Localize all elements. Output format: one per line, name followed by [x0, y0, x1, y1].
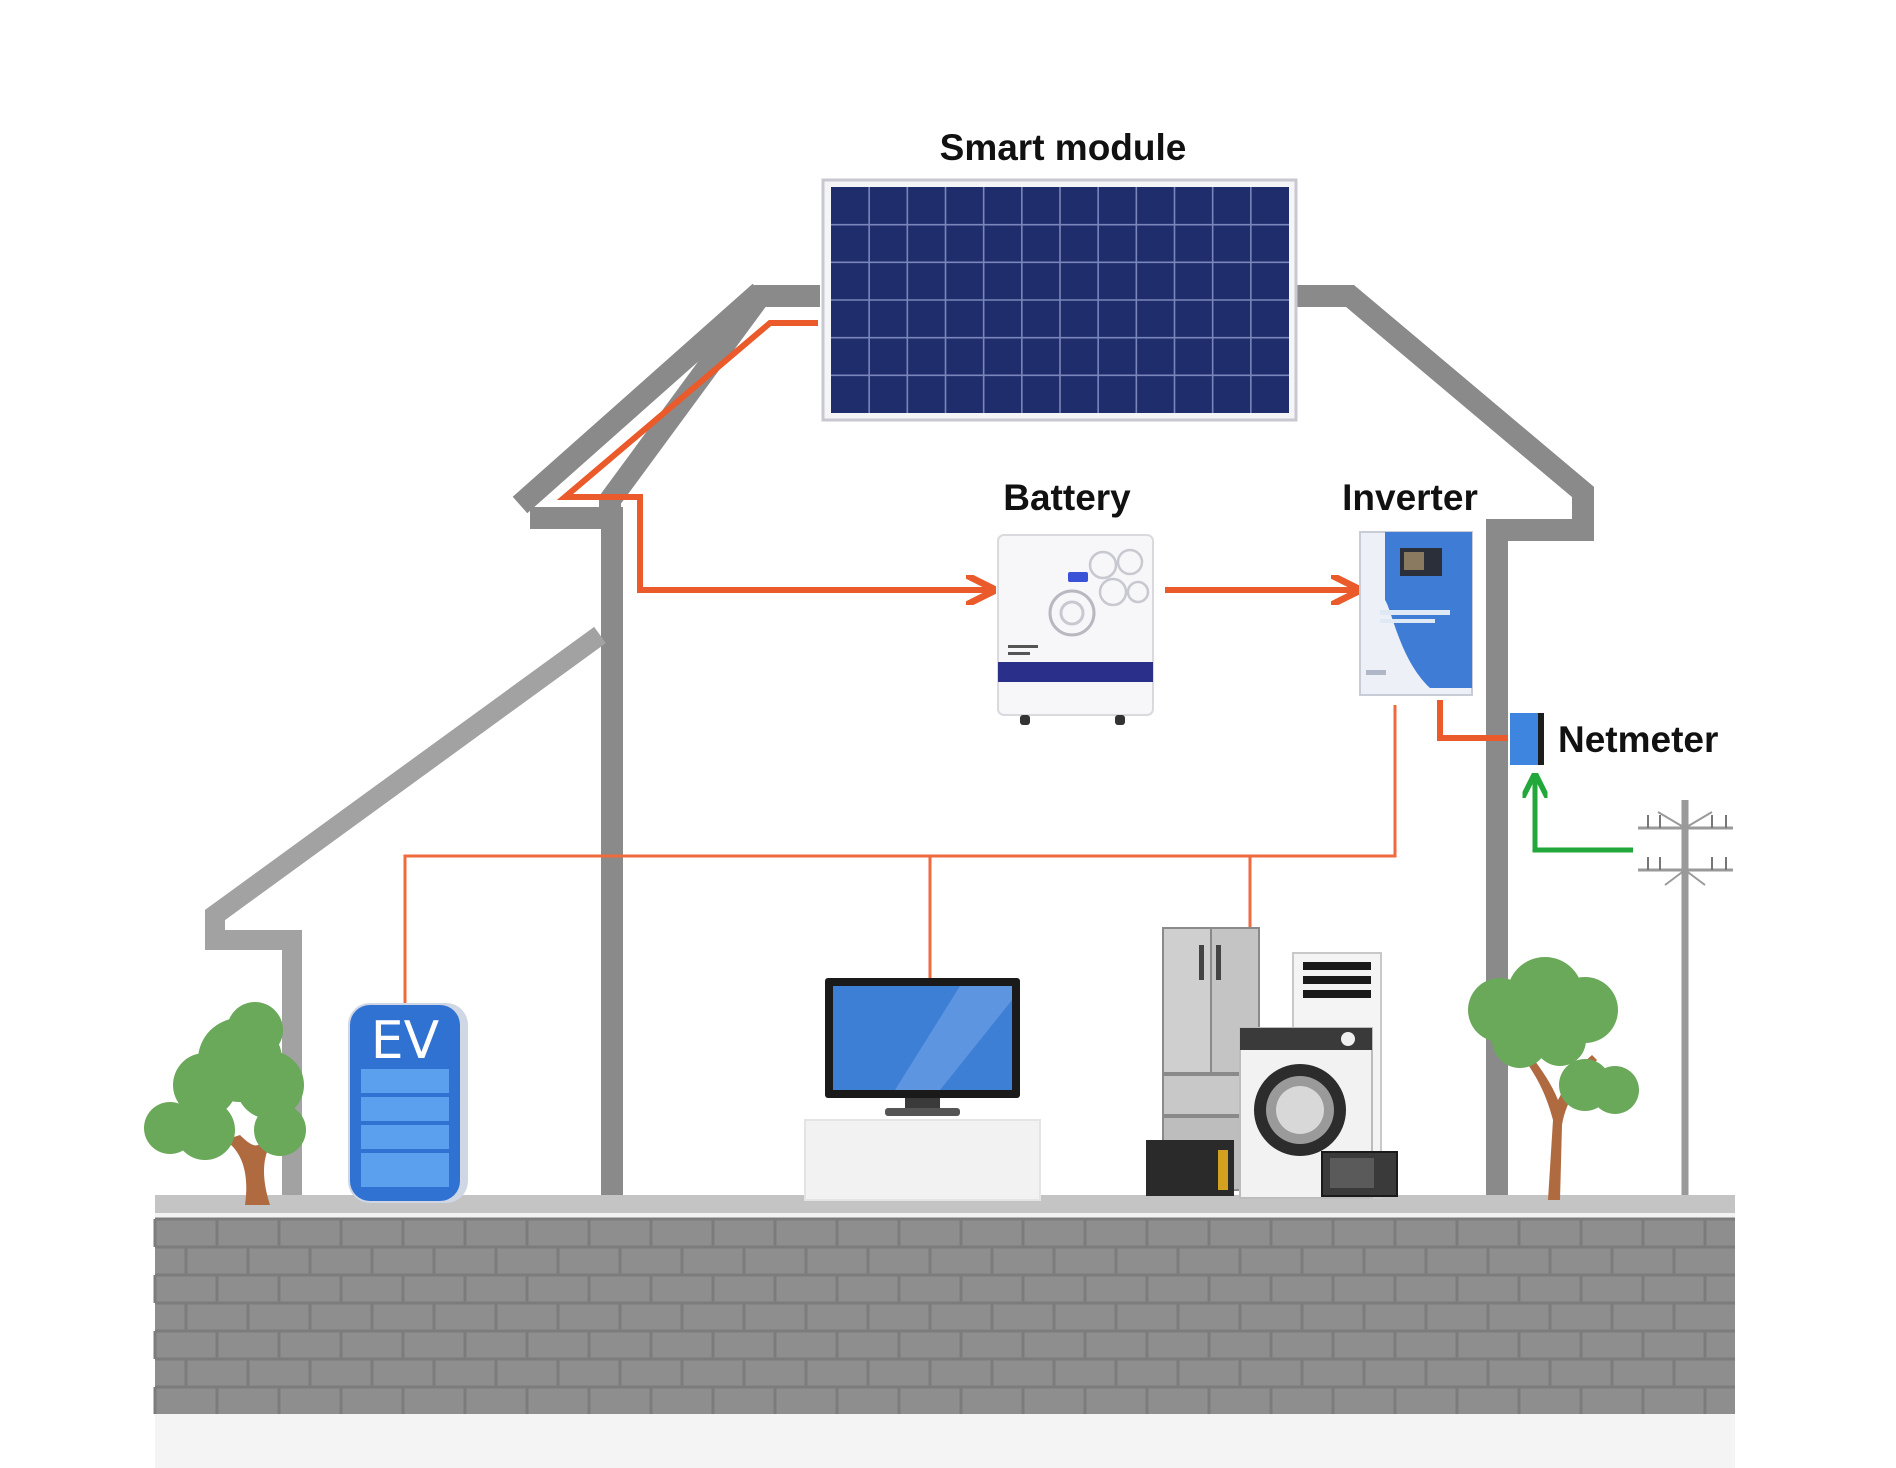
utility-pole-icon — [1638, 800, 1733, 1195]
netmeter-label: Netmeter — [1558, 719, 1718, 760]
smart-module-label: Smart module — [940, 127, 1187, 168]
ac-wire — [403, 705, 1397, 1010]
inverter-label: Inverter — [1342, 477, 1478, 518]
dc-wire — [556, 320, 1508, 741]
battery-label: Battery — [1003, 477, 1131, 518]
microwave-icon — [1146, 1140, 1234, 1196]
inverter-icon — [1359, 531, 1473, 696]
ev-charger-label: EV — [371, 1011, 440, 1071]
tree-icon — [1468, 957, 1639, 1200]
battery-icon — [997, 534, 1154, 725]
netmeter-icon — [1510, 713, 1544, 765]
microwave-icon — [1321, 1151, 1398, 1197]
ground-slab — [155, 1195, 1735, 1217]
house-outline — [205, 283, 1594, 1205]
grid-wire — [1535, 778, 1633, 853]
tv-icon — [804, 978, 1041, 1201]
solar-panel-icon — [821, 178, 1298, 422]
brick-wall — [153, 1217, 1735, 1468]
tree-icon — [144, 1002, 306, 1205]
ev-charger-icon — [348, 1003, 468, 1203]
